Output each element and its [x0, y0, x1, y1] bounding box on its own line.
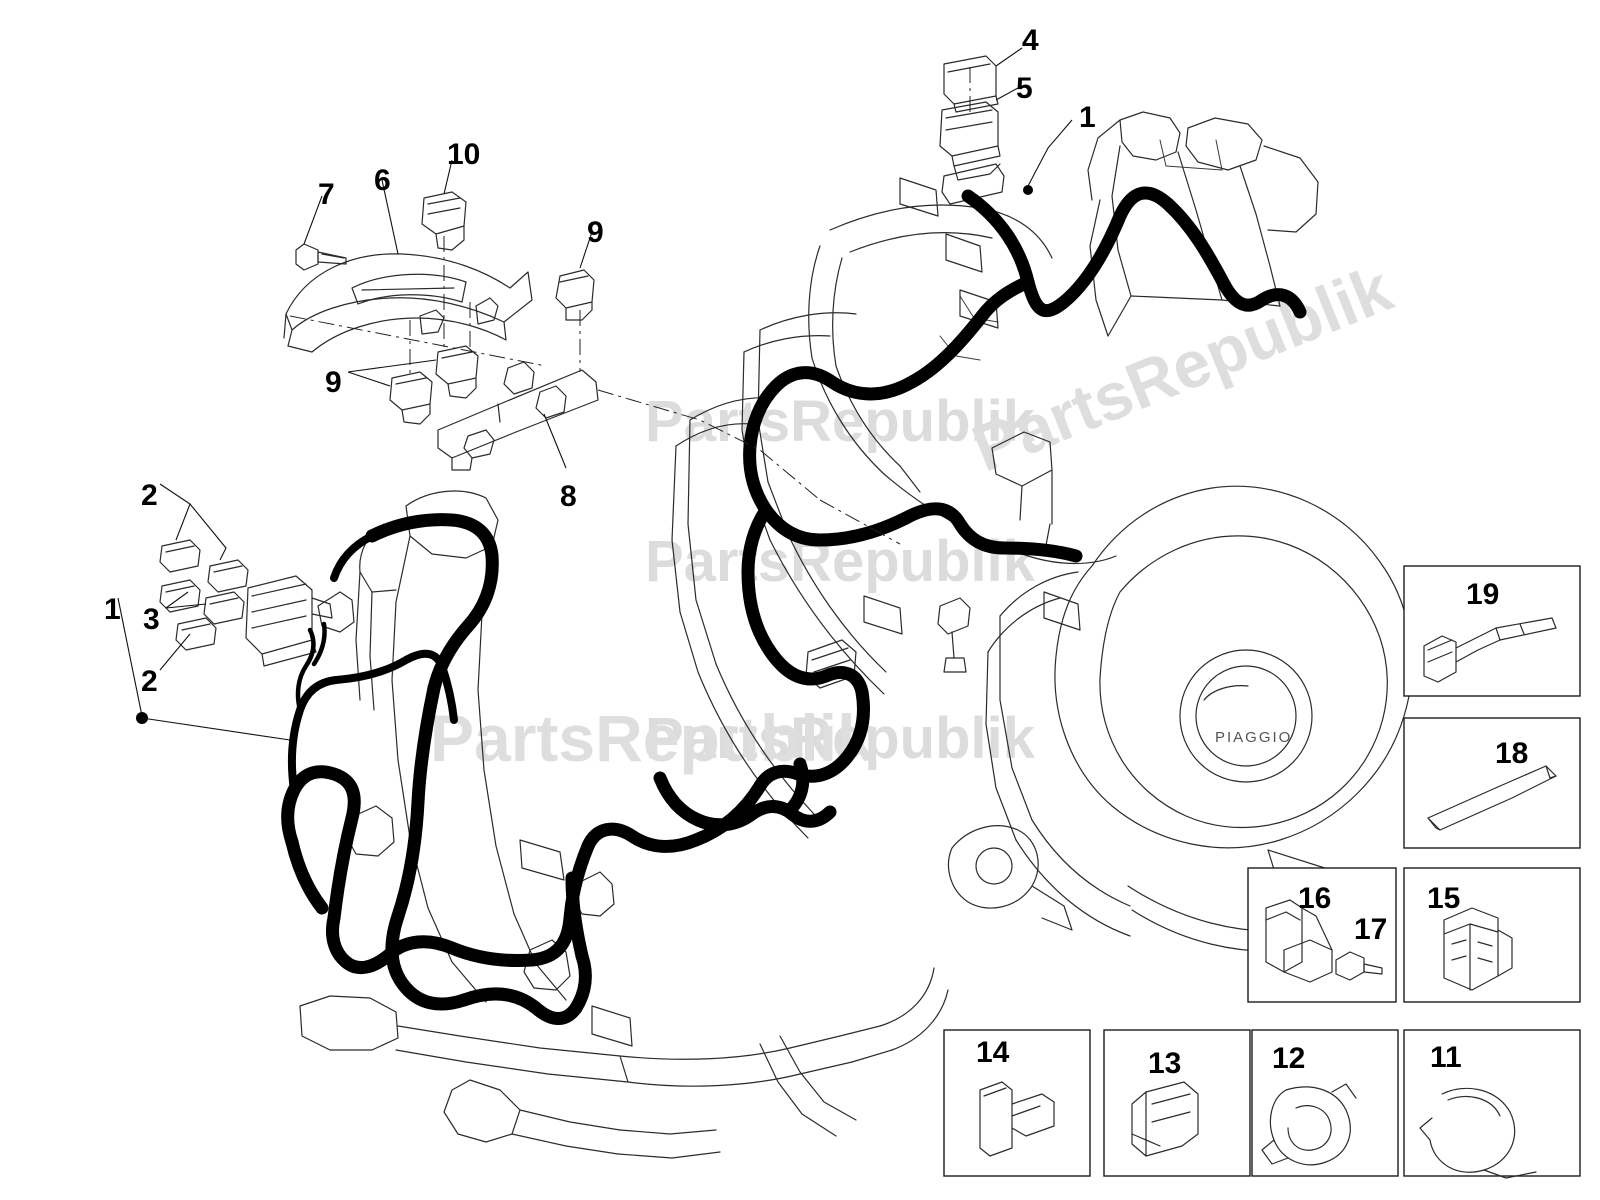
bracket-part-8 [437, 361, 599, 471]
part-14-clip [979, 1081, 1055, 1157]
callout-number-9: 9 [587, 216, 604, 249]
callout-number-5: 5 [1016, 72, 1033, 105]
part-box-13 [1103, 1029, 1251, 1177]
wiring-harness [281, 186, 1307, 1025]
connector-group-2-3 [159, 539, 249, 651]
scooter-frame-drawing: PIAGGIO [159, 55, 1413, 1159]
callout-number-11: 11 [1430, 1041, 1462, 1074]
callout-number-4: 4 [1022, 24, 1039, 57]
clip-part-9c [435, 345, 479, 399]
callout-number-18: 18 [1495, 737, 1529, 770]
part-15-clamp [1443, 907, 1513, 991]
screw-part-7 [295, 243, 347, 271]
part-box-18 [1403, 717, 1581, 849]
callout-number-13: 13 [1148, 1047, 1182, 1080]
callout-number-19: 19 [1466, 578, 1500, 611]
callout-number-1: 1 [1079, 101, 1096, 134]
callout-number-7: 7 [318, 178, 335, 211]
callout-number-3: 3 [143, 603, 160, 636]
part-box-14 [943, 1029, 1091, 1177]
clip-part-10 [421, 191, 467, 251]
part-16-clamp [1265, 899, 1333, 983]
relay-part-4 [943, 55, 999, 113]
callout-number-2: 2 [141, 479, 158, 512]
front-fender [283, 253, 533, 353]
callout-number-17: 17 [1354, 913, 1388, 946]
callout-number-8: 8 [560, 480, 577, 513]
part-18-sleeve [1427, 765, 1557, 831]
part-19-sensor [1423, 617, 1557, 683]
callout-number-9: 9 [325, 366, 342, 399]
connector-part-9a [555, 269, 595, 321]
part-boxes [943, 565, 1581, 1179]
callout-number-12: 12 [1272, 1042, 1306, 1075]
callout-number-10: 10 [447, 138, 481, 171]
callout-number-14: 14 [976, 1036, 1010, 1069]
callout-number-6: 6 [374, 164, 391, 197]
clip-part-9b [389, 371, 433, 425]
part-box-16-17 [1247, 867, 1397, 1003]
svg-text:PIAGGIO: PIAGGIO [1215, 729, 1292, 746]
callout-number-1: 1 [104, 593, 121, 626]
part-box-12 [1251, 1029, 1399, 1177]
part-17-screw [1335, 951, 1383, 981]
relay-holder-part-5 [939, 101, 1001, 181]
part-box-19 [1403, 565, 1581, 697]
part-13-clamp [1131, 1081, 1199, 1157]
callout-number-16: 16 [1298, 882, 1332, 915]
callout-number-2: 2 [141, 665, 158, 698]
part-12-clamp [1261, 1083, 1357, 1166]
part-11-cable-tie [1419, 1087, 1537, 1179]
callout-number-15: 15 [1427, 882, 1461, 915]
